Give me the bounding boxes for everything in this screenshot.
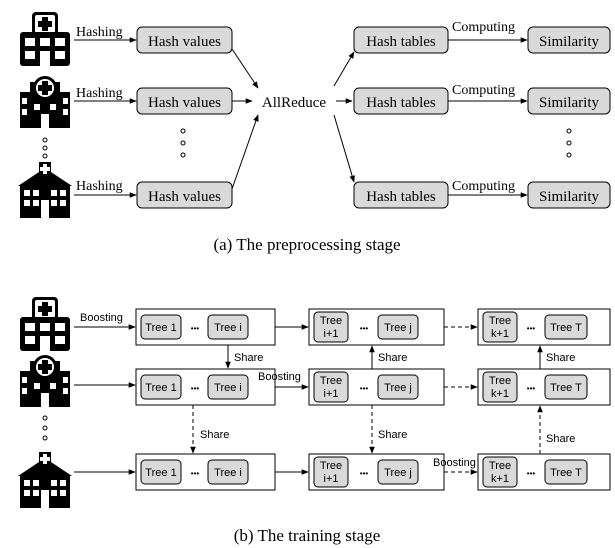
tree-node [140,459,182,485]
hospital-icon [20,76,70,128]
ellipsis: ••• [527,469,536,478]
ellipsis: ••• [360,324,369,333]
share-label: Share [546,352,575,364]
tree-node [140,314,182,340]
tree-label: Tree j [384,467,412,479]
tree-label: Tree 1 [145,467,176,479]
hash-values-label: Hash values [148,34,221,50]
share-label: Share [378,429,407,441]
vertical-ellipsis [42,137,48,159]
tree-node [377,459,419,485]
hospital-icon [20,355,70,407]
tree-label: Tree T [550,467,582,479]
tree-label: Tree [320,315,342,327]
tree-label: Tree [489,375,511,387]
tree-node [377,314,419,340]
tree-node [207,459,249,485]
tree-label: Tree 1 [145,382,176,394]
tree-label: k+1 [491,328,509,340]
hospital-icon [18,162,72,218]
boosting-label: Boosting [258,371,301,383]
ellipsis: ••• [360,384,369,393]
share-label: Share [234,352,263,364]
ellipsis: ••• [191,324,200,333]
tree-node [482,371,518,403]
caption-b: (b) The training stage [234,526,381,545]
hash-tables-label: Hash tables [366,95,436,111]
vertical-ellipsis [180,128,186,158]
tree-node [544,459,588,485]
ellipsis: ••• [191,469,200,478]
tree-node [377,374,419,400]
share-label: Share [546,433,575,445]
similarity-label: Similarity [539,95,600,111]
tree-node [544,314,588,340]
stage-a: Hashing Hashing Hashing Hash values Hash… [18,12,611,254]
ellipsis: ••• [527,384,536,393]
hash-values-node [136,181,233,209]
similarity-label: Similarity [539,189,600,205]
tree-label: i+1 [324,328,339,340]
tree-label: Tree 1 [145,322,176,334]
tree-label: Tree T [550,382,582,394]
tree-node [140,374,182,400]
stage-b: Boosting Tree 1 ••• Tree i Tree i+1 ••• … [18,297,611,545]
boosting-label: Boosting [80,312,123,324]
ellipsis: ••• [360,469,369,478]
tree-node [482,456,518,488]
caption-a: (a) The preprocessing stage [213,235,400,254]
tree-node [313,311,349,343]
allreduce-label: AllReduce [262,95,326,111]
tree-label: Tree j [384,382,412,394]
share-label: Share [200,429,229,441]
ellipsis: ••• [191,384,200,393]
similarity-node [527,181,611,209]
tree-node [207,374,249,400]
similarity-label: Similarity [539,34,600,50]
hospital-icon [20,12,70,66]
hash-values-label: Hash values [148,189,221,205]
tree-node [207,314,249,340]
tree-label: Tree i [214,467,242,479]
hash-tables-label: Hash tables [366,189,436,205]
tree-label: Tree [489,460,511,472]
tree-label: i+1 [324,388,339,400]
tree-label: i+1 [324,473,339,485]
similarity-node [527,87,611,115]
boosting-label: Boosting [433,457,476,469]
tree-label: k+1 [491,388,509,400]
tree-label: Tree i [214,382,242,394]
similarity-node [527,26,611,54]
hashing-label: Hashing [76,179,123,194]
vertical-ellipsis [42,415,48,441]
tree-label: Tree [489,315,511,327]
ellipsis: ••• [527,324,536,333]
tree-node [482,311,518,343]
tree-label: Tree i [214,322,242,334]
tree-label: k+1 [491,473,509,485]
vertical-ellipsis [566,128,572,158]
hospital-icon [18,452,72,508]
computing-label: Computing [452,20,515,35]
hash-tables-label: Hash tables [366,34,436,50]
hashing-label: Hashing [76,86,123,101]
computing-label: Computing [452,83,515,98]
hashing-label: Hashing [76,25,123,40]
computing-label: Computing [452,179,515,194]
tree-label: Tree j [384,322,412,334]
tree-label: Tree T [550,322,582,334]
tree-label: Tree [320,460,342,472]
tree-node [313,456,349,488]
hash-values-node [136,26,233,54]
tree-label: Tree [320,375,342,387]
tree-node [544,374,588,400]
share-label: Share [378,352,407,364]
hash-values-label: Hash values [148,95,221,111]
hospital-icon [20,297,70,351]
tree-node [313,371,349,403]
